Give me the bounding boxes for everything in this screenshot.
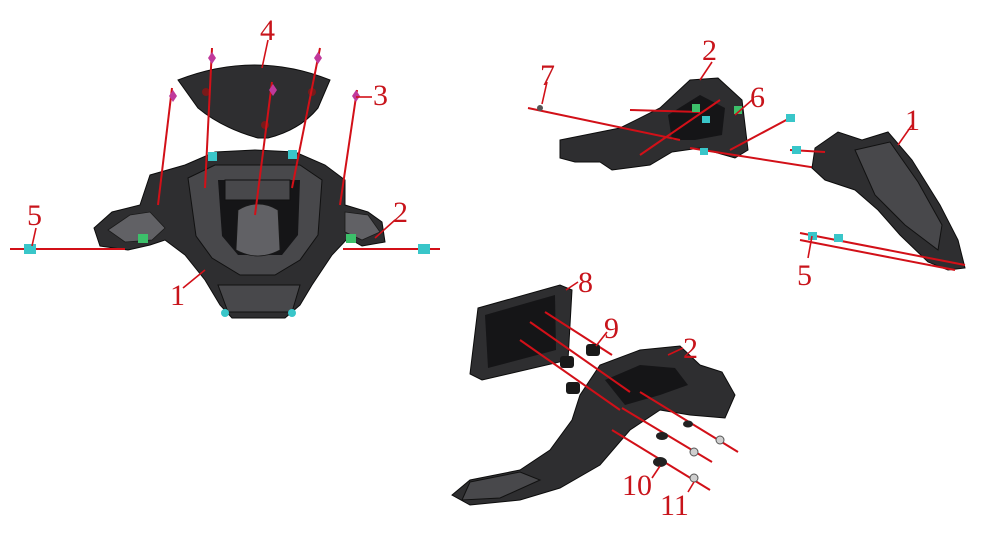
cyan-nut-icon	[208, 152, 217, 161]
callout-10: 10	[622, 469, 652, 502]
leader-2c	[667, 347, 684, 356]
line-disp-b	[519, 339, 621, 411]
magenta-screw-icon	[208, 52, 216, 64]
line-bolt-d	[157, 87, 173, 206]
line-bracket-d	[729, 117, 791, 151]
callout-5: 5	[797, 259, 812, 292]
line-bracket-a	[527, 107, 681, 141]
cyan-bolt-icon	[786, 114, 795, 122]
cyan-fastener-icon	[288, 309, 296, 317]
cyan-nut-icon	[702, 116, 710, 123]
leader-5b	[807, 235, 813, 259]
cyan-nut-icon	[288, 150, 297, 159]
magenta-screw-icon	[169, 90, 177, 102]
callout-labels: 4 3 5 2 1 7 2 6 1 5 8 9 2 10 11	[27, 14, 920, 522]
leader-5a	[31, 227, 37, 247]
line-side-bolt-b	[799, 239, 956, 271]
green-clip-icon	[138, 234, 148, 243]
nut-icon	[689, 447, 699, 457]
rubber-bushing-icon	[566, 382, 580, 394]
leader-8	[565, 281, 579, 291]
leader-4	[261, 39, 269, 69]
line-bolt-a	[204, 47, 213, 189]
leader-6	[734, 99, 753, 116]
bracket-cutout	[605, 365, 688, 405]
leader-1a	[182, 269, 206, 289]
callout-4: 4	[260, 14, 275, 47]
nut-icon	[689, 473, 699, 483]
side-fairing-inner	[854, 141, 943, 251]
magenta-screw-icon	[269, 84, 277, 96]
leader-10	[651, 465, 661, 479]
callout-6: 6	[750, 81, 765, 114]
cyan-bolt-icon	[418, 244, 430, 254]
green-clip-icon	[692, 104, 700, 112]
top-cowl-panel	[177, 64, 331, 139]
cowl-hole-left	[202, 88, 210, 96]
rubber-bushing-icon	[560, 356, 574, 368]
cyan-nut-icon	[700, 148, 708, 155]
left-wing-detail	[107, 211, 166, 243]
green-clip-icon	[346, 234, 356, 243]
cyan-bolt-icon	[834, 234, 843, 242]
washer-icon	[656, 432, 668, 440]
bracket-tail	[461, 471, 542, 501]
washer-icon	[683, 420, 693, 428]
cyan-bolt-icon	[24, 244, 36, 254]
callout-3: 3	[373, 79, 388, 112]
line-side-bolt-a	[799, 232, 966, 266]
green-clip-icon	[734, 106, 742, 114]
cyan-bolt-icon	[808, 232, 817, 240]
washer-icon	[653, 457, 667, 467]
callout-2: 2	[702, 34, 717, 67]
callout-9: 9	[604, 312, 619, 345]
magenta-screw-icon	[314, 52, 322, 64]
right-wing-detail	[344, 211, 381, 241]
callout-8: 8	[578, 266, 593, 299]
callout-7: 7	[540, 59, 555, 92]
line-disp-c	[544, 311, 613, 356]
callout-11: 11	[660, 489, 689, 522]
leader-2b	[699, 61, 713, 81]
callout-1: 1	[170, 279, 185, 312]
callout-1: 1	[905, 104, 920, 137]
callout-5: 5	[27, 199, 42, 232]
callout-2: 2	[683, 332, 698, 365]
leader-11	[687, 481, 695, 493]
right-assembly	[527, 61, 966, 271]
center-stem	[235, 203, 281, 257]
rubber-bushing-icon	[586, 344, 600, 356]
magenta-screw-icon	[352, 90, 360, 102]
callout-2: 2	[393, 196, 408, 229]
leader-2a	[374, 219, 396, 239]
line-bolt-e	[339, 89, 358, 206]
bottom-assembly	[451, 281, 739, 506]
leader-7	[541, 81, 548, 105]
leader-9	[595, 331, 608, 347]
left-assembly	[10, 39, 440, 319]
cyan-bolt-icon	[792, 146, 801, 154]
nut-icon	[715, 435, 725, 445]
line-bracket-b	[629, 109, 701, 113]
line-disp-a	[529, 321, 631, 393]
line-bracket-c	[639, 99, 721, 156]
cyan-fastener-icon	[221, 309, 229, 317]
leader-1b	[897, 124, 913, 146]
line-bolt-b	[291, 47, 321, 189]
small-screw-icon	[537, 105, 543, 111]
display-screen	[485, 295, 556, 368]
line-bolt-c	[254, 81, 273, 216]
lower-chin	[217, 284, 301, 313]
